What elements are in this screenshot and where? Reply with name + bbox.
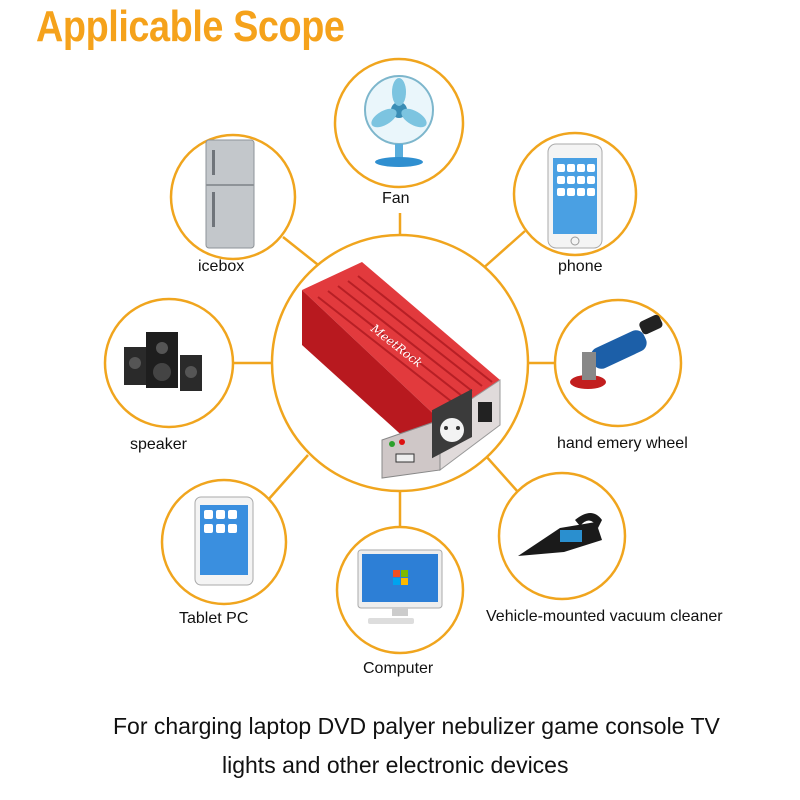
refrigerator-icon [205,139,255,249]
item-tablet [160,478,288,606]
label-tablet: Tablet PC [179,610,249,627]
footer-line-1: For charging laptop DVD palyer nebulizer… [113,713,720,739]
item-speaker [103,297,235,429]
label-speaker: speaker [130,436,187,453]
connector-lines [232,213,555,527]
label-icebox: icebox [198,258,245,275]
fan-icon [364,75,434,167]
label-computer: Computer [363,660,434,677]
angle-grinder-icon [570,314,663,389]
center-product: MeetRock [270,233,530,493]
item-fan [333,57,465,189]
link-phone [479,230,526,272]
grinder-circle [553,298,683,428]
link-tablet [267,454,309,501]
item-phone [512,131,638,257]
tablet-icon [194,496,254,586]
page-title: Applicable Scope [36,2,345,51]
speaker-icon [124,332,202,391]
item-vacuum [497,471,627,601]
item-computer [335,525,465,655]
label-fan: Fan [382,190,410,207]
computer-monitor-icon [357,549,443,624]
smartphone-icon [547,143,603,249]
footer-line-2: lights and other electronic devices [222,752,569,778]
label-vacuum: Vehicle-mounted vacuum cleaner [486,608,723,625]
link-icebox [282,236,323,269]
power-inverter-image: MeetRock [302,262,501,479]
vacuum-cleaner-icon [518,513,602,556]
item-icebox [169,133,297,261]
label-phone: phone [558,258,603,275]
label-grinder: hand emery wheel [557,435,688,452]
link-vacuum [484,454,519,493]
item-grinder [553,298,683,428]
